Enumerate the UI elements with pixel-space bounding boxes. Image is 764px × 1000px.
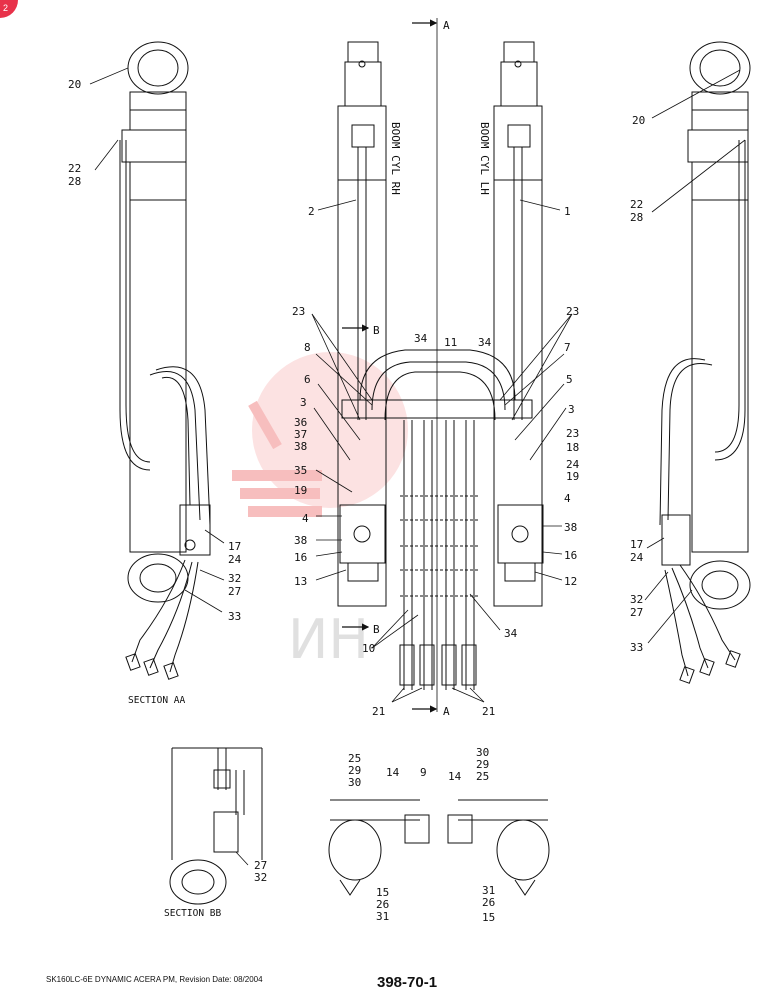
callout-19-right: 19 [566,470,579,483]
callout-38-right: 38 [564,521,577,534]
boom-cylinder-lh [493,41,543,607]
callout-7: 7 [564,341,571,354]
callout-32-left: 32 [228,572,241,585]
svg-text:2: 2 [3,3,8,13]
callout-9: 9 [420,766,427,779]
callout-27-bb: 27 [254,859,267,872]
plan-view [328,799,550,896]
boom-cyl-lh-label: BOOM CYL LH [478,122,491,195]
callout-34-top-right: 34 [478,336,492,349]
callout-4-right: 4 [564,492,571,505]
watermark-logo: ИН [232,352,408,671]
callout-25-left: 25 [348,752,361,765]
callout-35: 35 [294,464,307,477]
callout-38-left: 38 [294,534,307,547]
callout-14-right: 14 [448,770,462,783]
callout-25-right: 25 [476,770,489,783]
callout-20-left: 20 [68,78,81,91]
callout-24-right: 24 [630,551,644,564]
callout-4-left: 4 [302,512,309,525]
callout-34-bottom: 34 [504,627,518,640]
callout-28-left: 28 [68,175,81,188]
document-footer: SK160LC-6E DYNAMIC ACERA PM, Revision Da… [46,975,263,984]
callout-24-mid-right: 24 [566,458,580,471]
svg-text:ИН: ИН [288,608,369,671]
callouts: 20 22 28 17 24 32 27 33 20 22 28 17 24 3… [68,78,645,924]
callout-18: 18 [566,441,579,454]
callout-38-top: 38 [294,440,307,453]
callout-17-left: 17 [228,540,241,553]
boom-cyl-rh-label: BOOM CYL RH [389,122,402,195]
right-cylinder-side-view [659,41,751,684]
callout-3-right: 3 [568,403,575,416]
callout-16-right: 16 [564,549,577,562]
callout-23-right: 23 [566,305,579,318]
callout-32-right: 32 [630,593,643,606]
callout-11: 11 [444,336,457,349]
hose-bundle [339,349,544,690]
section-marker-b-top: B [373,324,380,337]
callout-31-left: 31 [376,910,389,923]
callout-37: 37 [294,428,307,441]
page-number: 398-70-1 [377,974,438,991]
callout-27-right: 27 [630,606,643,619]
section-marker-a-bottom: A [443,705,450,718]
callout-5: 5 [566,373,573,386]
callout-24-left: 24 [228,553,242,566]
section-aa-label: SECTION AA [128,695,185,706]
callout-33-left: 33 [228,610,241,623]
callout-21-left: 21 [372,705,385,718]
callout-29-right: 29 [476,758,489,771]
callout-29-left: 29 [348,764,361,777]
left-cylinder-side-view [119,41,211,680]
callout-16-left: 16 [294,551,307,564]
callout-19-left: 19 [294,484,307,497]
section-marker-a-top: A [443,19,450,32]
callout-3-left: 3 [300,396,307,409]
callout-13: 13 [294,575,307,588]
corner-page-mark: 2 [0,0,18,18]
callout-23-left: 23 [292,305,305,318]
callout-27-left: 27 [228,585,241,598]
callout-22-left: 22 [68,162,81,175]
callout-10: 10 [362,642,375,655]
callout-30-left: 30 [348,776,361,789]
section-bb-label: SECTION BB [164,908,221,919]
callout-26-right: 26 [482,896,495,909]
section-bb-view [169,747,263,905]
callout-6: 6 [304,373,311,386]
section-marker-b-bottom: B [373,623,380,636]
callout-2: 2 [308,205,315,218]
boom-cylinder-rh [337,41,387,607]
callout-12: 12 [564,575,577,588]
callout-15-left: 15 [376,886,389,899]
leader-lines [89,67,746,866]
callout-17-right: 17 [630,538,643,551]
callout-14-left: 14 [386,766,400,779]
callout-36: 36 [294,416,307,429]
callout-1: 1 [564,205,571,218]
section-line-b: B B [342,324,380,636]
callout-26-left: 26 [376,898,389,911]
callout-33-right: 33 [630,641,643,654]
callout-32-bb: 32 [254,871,267,884]
callout-34-top: 34 [414,332,428,345]
callout-28-right: 28 [630,211,643,224]
section-line-a: A A [412,18,450,718]
callout-22-right: 22 [630,198,643,211]
callout-21-right: 21 [482,705,495,718]
callout-20-right: 20 [632,114,645,127]
callout-23-mid-right: 23 [566,427,579,440]
callout-31-right: 31 [482,884,495,897]
callout-30-right: 30 [476,746,489,759]
callout-15-right: 15 [482,911,495,924]
callout-8: 8 [304,341,311,354]
